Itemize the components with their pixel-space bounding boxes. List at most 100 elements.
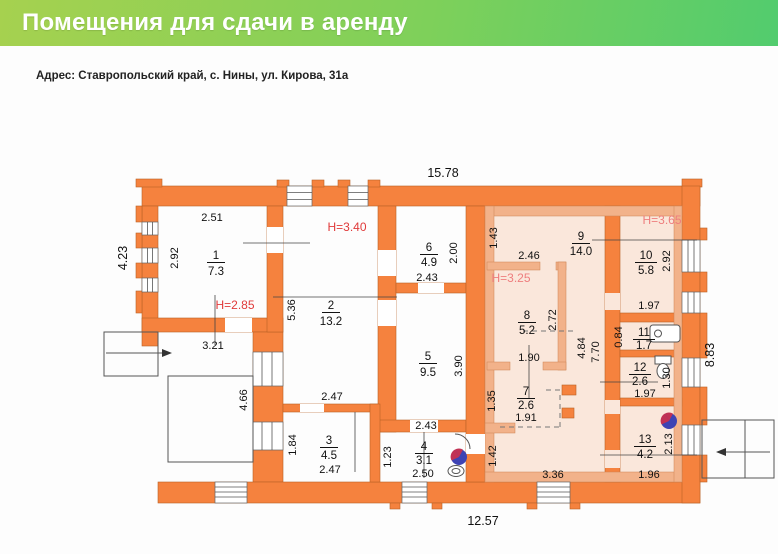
room-10-labels: 10 5.8 2.92 1.97 <box>635 250 673 312</box>
room1-number: 1 <box>213 250 219 262</box>
sink-icon-room4 <box>447 465 465 477</box>
room7-dim-top: 1.90 <box>518 352 539 364</box>
room4-dim-top: 2.43 <box>415 420 436 432</box>
entrance-arrow-right-icon <box>716 448 726 456</box>
height-room2: H=3.40 <box>327 220 366 234</box>
overall-dimension-labels: 15.78 12.57 4.23 8.83 <box>116 166 717 528</box>
height-room10: H=3.65 <box>642 213 681 227</box>
room6-dim-right: 2.00 <box>448 242 460 263</box>
room10-dim-bottom: 1.97 <box>638 300 659 312</box>
room3-dim-left: 1.84 <box>287 434 299 455</box>
room-6-labels: 6 4.9 2.00 2.43 <box>416 242 460 284</box>
room13-dim-bottom: 1.96 <box>638 469 659 481</box>
room7-number: 7 <box>523 386 529 398</box>
room1-area: 7.3 <box>208 266 224 278</box>
room13-number: 13 <box>639 434 652 446</box>
room8-dim-top: 2.46 <box>518 250 539 262</box>
room4-dim-left: 1.23 <box>382 446 394 467</box>
room13-dim-right: 2.13 <box>663 433 675 454</box>
room9-dim-left: 1.43 <box>488 227 500 248</box>
room7-area: 2.6 <box>518 400 534 412</box>
room3-area: 4.5 <box>321 450 337 462</box>
corridor-dim-a: 4.84 <box>576 337 588 358</box>
room12-dim-bottom: 1.97 <box>634 388 655 400</box>
room-5-labels: 5 9.5 3.90 <box>419 351 465 379</box>
height-labels: H=3.40 H=2.85 H=3.65 H=3.25 <box>215 213 681 312</box>
room-9-labels: 9 14.0 1.43 <box>488 227 592 258</box>
room9-area: 14.0 <box>570 246 592 258</box>
room9-number: 9 <box>578 231 584 243</box>
room-4-labels: 2.43 4 3.1 2.50 1.23 <box>382 420 437 480</box>
room12-area: 2.6 <box>632 376 648 388</box>
dim-top: 15.78 <box>427 166 458 180</box>
room3-number: 3 <box>326 435 332 447</box>
left-porch <box>103 331 254 463</box>
marker-icon-room13 <box>660 412 677 429</box>
door-arc <box>454 433 471 450</box>
address-label: Адрес: Ставропольский край, с. Нины, ул.… <box>36 70 349 82</box>
room7-dim-lower-left: 1.42 <box>487 445 499 466</box>
room6-number: 6 <box>426 242 432 254</box>
toilet-icon-room12 <box>654 355 672 379</box>
room8-area: 5.2 <box>519 325 535 337</box>
dim-left: 4.23 <box>116 246 130 270</box>
room7-dim-bottom: 3.36 <box>542 469 563 481</box>
room2-number: 2 <box>328 300 334 312</box>
room6-area: 4.9 <box>421 257 437 269</box>
height-room1: H=2.85 <box>215 298 254 312</box>
room1-dim-top: 2.51 <box>201 212 222 224</box>
room11-dim-left: 0.84 <box>613 326 625 347</box>
room8-number: 8 <box>524 310 530 322</box>
room11-number: 11 <box>638 327 650 339</box>
room3-dim-outer-left: 4.66 <box>238 389 250 410</box>
right-porch <box>701 419 775 479</box>
height-room8: H=3.25 <box>491 271 530 285</box>
room12-dim-right: 1.30 <box>661 367 673 388</box>
room5-number: 5 <box>425 351 431 363</box>
walls <box>135 178 708 510</box>
bathtub-icon <box>649 324 681 343</box>
room8-dim-right: 2.72 <box>547 309 559 330</box>
dashed-partitions <box>500 330 575 428</box>
corridor-dimension-labels: 4.84 7.70 <box>576 337 602 362</box>
door-openings <box>225 227 620 468</box>
dim-bottom: 12.57 <box>467 514 498 528</box>
room4-area: 3.1 <box>416 455 432 467</box>
highlight-zone <box>485 206 682 482</box>
room1-dim-below: 3.21 <box>202 340 223 352</box>
room10-dim-right: 2.92 <box>661 250 673 271</box>
room13-area: 4.2 <box>637 449 653 461</box>
corridor-dim-b: 7.70 <box>590 341 602 362</box>
room10-number: 10 <box>640 250 653 262</box>
room6-dim-bottom: 2.43 <box>416 272 437 284</box>
cold-extension <box>167 375 254 463</box>
room12-number: 12 <box>634 362 647 374</box>
page-title: Помещения для сдачи в аренду <box>22 9 408 36</box>
highlight-lining-walls <box>484 205 683 483</box>
room-12-labels: 12 2.6 1.97 1.30 <box>629 362 673 400</box>
marker-icon-room4 <box>450 448 467 465</box>
room10-area: 5.8 <box>638 265 654 277</box>
dimension-lines <box>214 239 697 478</box>
room-1-labels: 2.51 2.92 1 7.3 3.21 <box>169 212 225 352</box>
room-8-labels: 2.46 8 5.2 2.72 <box>518 250 559 337</box>
room-7-labels: 1.90 7 2.6 1.91 1.35 1.42 3.36 <box>486 352 564 481</box>
room2-dim-bottom: 2.47 <box>321 391 342 403</box>
room-11-labels: 11 1.7 0.84 <box>613 326 655 352</box>
entrance-steps <box>214 481 571 504</box>
windows <box>141 185 701 456</box>
room2-dim-left: 5.36 <box>286 299 298 320</box>
room4-number: 4 <box>421 441 428 453</box>
room3-dim-bottom: 2.47 <box>319 464 340 476</box>
room1-dim-left: 2.92 <box>169 247 181 268</box>
room7-dim-left: 1.35 <box>486 390 498 411</box>
room2-area: 13.2 <box>320 316 342 328</box>
room-2-labels: 2 13.2 5.36 2.47 <box>286 299 343 403</box>
dim-right: 8.83 <box>703 343 717 367</box>
room-13-labels: 13 4.2 2.13 1.96 <box>634 433 675 481</box>
header-bar: Помещения для сдачи в аренду <box>0 0 778 46</box>
room-3-labels: 3 4.5 2.47 1.84 4.66 <box>238 389 341 476</box>
room7-dim-width: 1.91 <box>515 412 536 424</box>
